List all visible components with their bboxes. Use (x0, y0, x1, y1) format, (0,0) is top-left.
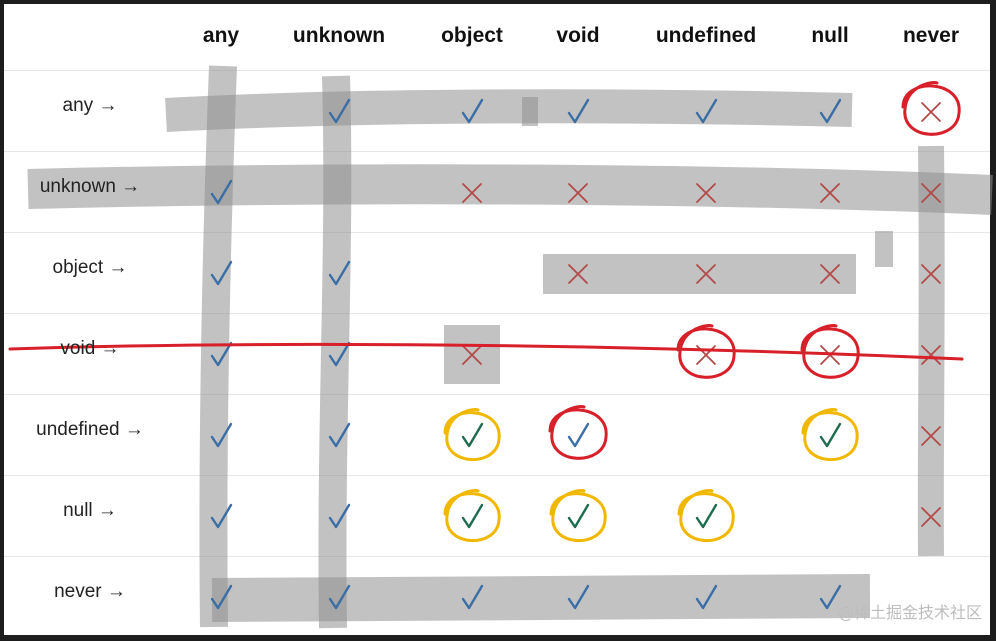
red-circle (548, 405, 608, 460)
cross-icon (568, 183, 588, 203)
check-icon (461, 98, 484, 124)
yellow-circle (443, 489, 501, 543)
column-header-never: never (902, 24, 960, 47)
row-separator (4, 151, 990, 152)
check-icon (567, 503, 590, 529)
cross-icon (820, 183, 840, 203)
check-icon (819, 98, 842, 124)
column-header-object: object (441, 24, 503, 47)
watermark: @稀土掘金技术社区 (837, 603, 982, 622)
cross-icon (921, 345, 941, 365)
column-header-unknown: unknown (292, 24, 386, 47)
column-header-null: null (811, 24, 849, 47)
row-separator (4, 394, 990, 395)
row-label: any → (62, 95, 118, 116)
check-icon (328, 584, 351, 610)
cross-icon (921, 264, 941, 284)
check-icon (695, 584, 718, 610)
highlight-col-any (199, 65, 237, 628)
check-icon (461, 503, 484, 529)
row-separator (4, 313, 990, 314)
cross-icon (568, 264, 588, 284)
row-label: object → (52, 257, 128, 278)
check-icon (819, 422, 842, 448)
row-label: unknown → (39, 176, 141, 197)
cross-icon (696, 264, 716, 284)
cross-icon (462, 183, 482, 203)
check-icon (328, 341, 351, 367)
row-separator (4, 70, 990, 71)
check-icon (328, 422, 351, 448)
highlight-col-never (917, 145, 945, 557)
cross-icon (462, 345, 482, 365)
cross-icon (696, 183, 716, 203)
yellow-circle (677, 489, 735, 543)
red-circle (901, 81, 961, 136)
check-icon (210, 584, 233, 610)
highlight-col-unknown (318, 75, 352, 629)
row-label: never → (54, 581, 126, 602)
cross-icon (921, 183, 941, 203)
check-icon (328, 260, 351, 286)
check-icon (567, 98, 590, 124)
cross-icon (921, 507, 941, 527)
yellow-circle (443, 408, 501, 462)
check-icon (328, 98, 351, 124)
check-icon (567, 584, 590, 610)
check-icon (567, 422, 590, 448)
check-icon (210, 341, 233, 367)
highlight-row-never (211, 574, 871, 622)
yellow-circle (549, 489, 607, 543)
check-icon (210, 503, 233, 529)
red-circle (800, 324, 860, 379)
highlight-row-any (165, 89, 853, 132)
strike-line (8, 342, 964, 361)
red-circle (676, 324, 736, 379)
check-icon (328, 503, 351, 529)
check-icon (695, 98, 718, 124)
column-header-void: void (556, 24, 600, 47)
column-header-undefined: undefined (655, 24, 757, 47)
yellow-circle (801, 408, 859, 462)
check-icon (461, 422, 484, 448)
row-label: undefined → (36, 419, 144, 440)
cross-icon (921, 426, 941, 446)
cross-icon (921, 102, 941, 122)
check-icon (210, 422, 233, 448)
row-label: null → (63, 500, 117, 521)
column-header-any: any (202, 24, 240, 47)
check-icon (819, 584, 842, 610)
highlight-row-unknown (27, 164, 993, 215)
check-icon (210, 260, 233, 286)
row-separator (4, 232, 990, 233)
cross-icon (820, 264, 840, 284)
row-label: void → (60, 338, 120, 359)
check-icon (461, 584, 484, 610)
check-icon (210, 179, 233, 205)
check-icon (695, 503, 718, 529)
row-separator (4, 475, 990, 476)
row-separator (4, 556, 990, 557)
